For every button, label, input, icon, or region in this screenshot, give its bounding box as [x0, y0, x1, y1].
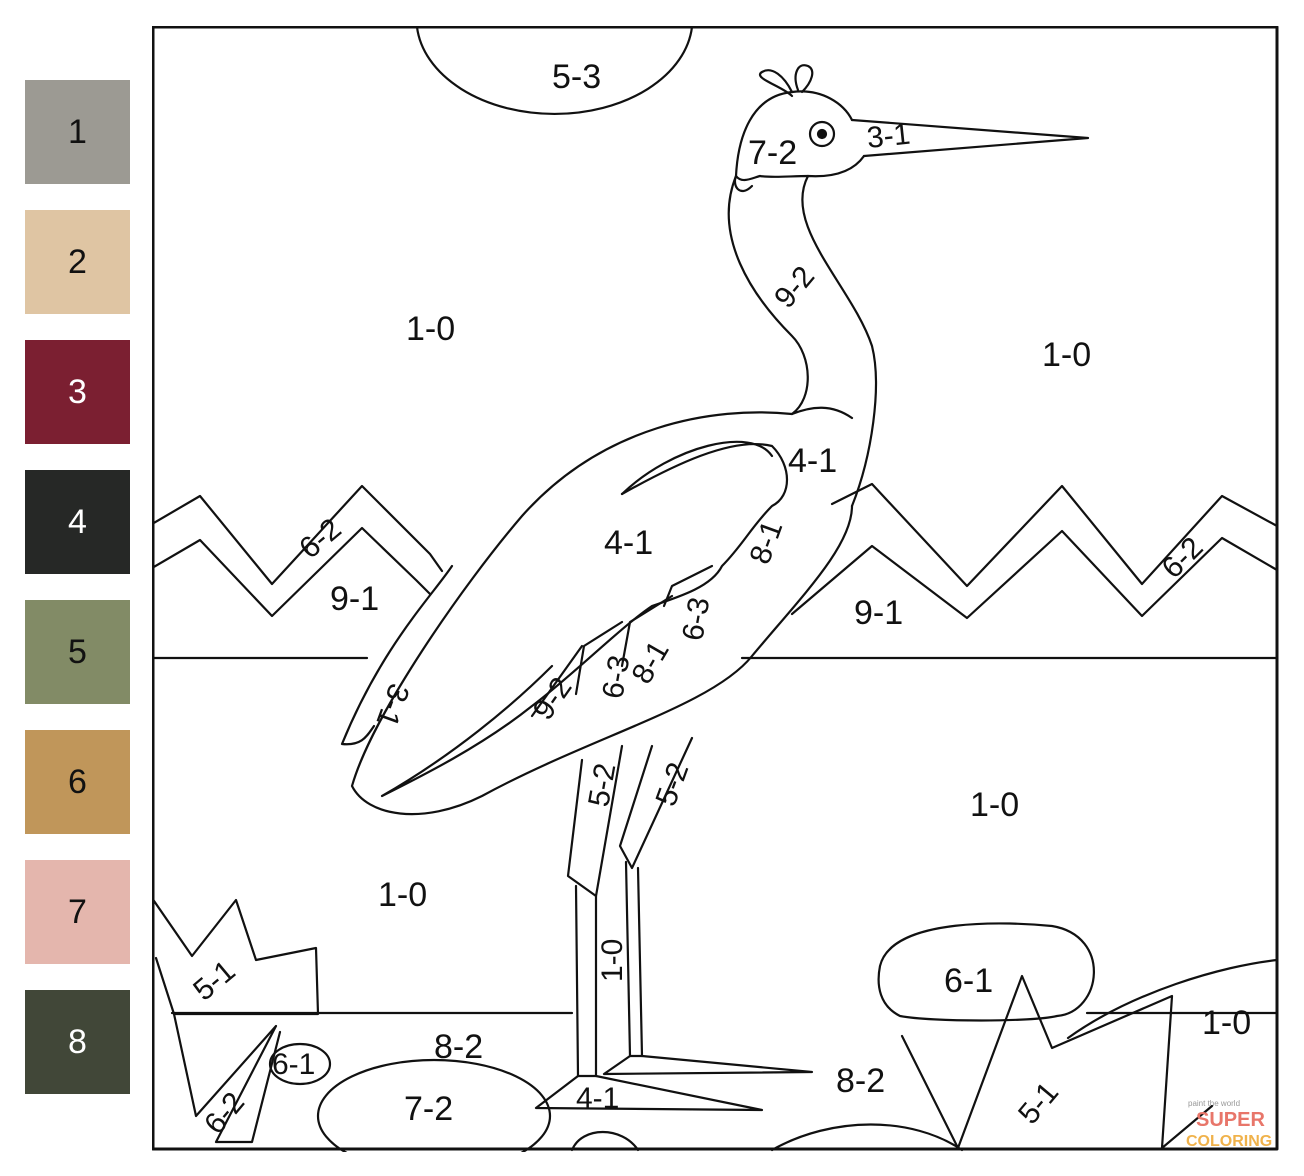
legend-number: 3 [68, 372, 87, 411]
label-ground-left: 8-2 [434, 1028, 483, 1066]
label-water-right: 1-0 [970, 786, 1019, 824]
label-stone-right: 6-1 [944, 962, 993, 1000]
mountain-right-band-region[interactable] [790, 529, 1279, 620]
label-leg-left: 5-2 [582, 761, 622, 809]
mountain-right-region[interactable] [830, 482, 1279, 588]
label-wing-stripe-d: 6-3 [596, 653, 636, 701]
watermark-line2: SUPER [1196, 1109, 1265, 1131]
wing-stripe-d[interactable] [530, 644, 584, 718]
label-wing-stripe-a: 8-1 [744, 516, 790, 568]
tail-region[interactable] [340, 564, 454, 746]
watermark-line1: paint the world [1188, 1099, 1240, 1108]
label-mountain-left: 9-1 [330, 580, 379, 618]
head-top [790, 90, 854, 122]
label-beak: 3-1 [865, 118, 912, 155]
label-ground-right: 8-2 [836, 1062, 885, 1100]
label-mountain-right: 9-1 [854, 594, 903, 632]
watermark-line3: COLORING [1186, 1133, 1272, 1150]
beak-region[interactable] [850, 118, 1090, 158]
label-sky-left: 1-0 [406, 310, 455, 348]
wing-region[interactable] [380, 442, 788, 798]
label-tail: 3-1 [369, 679, 415, 731]
label-grass-right: 5-1 [1012, 1076, 1065, 1130]
legend-swatch-4[interactable]: 4 [25, 470, 130, 574]
wing-stripe-c[interactable] [574, 620, 624, 696]
mountain-left-region[interactable] [152, 484, 444, 586]
legend-swatch-2[interactable]: 2 [25, 210, 130, 314]
label-stone-small: 6-1 [272, 1048, 315, 1081]
label-neck: 9-2 [768, 260, 821, 314]
legend-number: 5 [68, 632, 87, 671]
label-sun: 5-3 [552, 58, 601, 96]
neck-region[interactable] [727, 174, 854, 420]
watermark-logo: paint the world SUPER COLORING [1182, 1096, 1282, 1152]
wing-stripe-b[interactable] [620, 594, 674, 668]
label-mountain-right-band: 6-2 [1156, 531, 1210, 585]
sun-region[interactable] [415, 26, 694, 116]
label-stone-big: 7-2 [404, 1090, 453, 1128]
grass-left-bottom-region[interactable] [172, 1012, 282, 1144]
foot-region[interactable] [534, 1074, 764, 1112]
grass-right-region[interactable] [900, 974, 1214, 1150]
legend-number: 8 [68, 1022, 87, 1061]
bush-right-region[interactable] [1066, 958, 1279, 1040]
label-wing-stripe-e: 9-2 [527, 672, 579, 726]
lower-leg-region[interactable] [574, 884, 598, 1078]
mountain-left-band-region[interactable] [152, 526, 432, 618]
label-foot: 4-1 [576, 1082, 619, 1115]
stone-small-region[interactable] [268, 1042, 332, 1086]
legend-swatch-8[interactable]: 8 [25, 990, 130, 1094]
leg-right-region[interactable] [618, 736, 694, 870]
label-leg-right: 5-2 [650, 758, 696, 810]
label-sky-right: 1-0 [1042, 336, 1091, 374]
legend-number: 7 [68, 892, 87, 931]
stone-right-region[interactable] [877, 922, 1095, 1022]
legend-swatch-7[interactable]: 7 [25, 860, 130, 964]
stone-bottom [570, 1130, 640, 1152]
leg-left-region[interactable] [566, 744, 624, 898]
coloring-canvas[interactable]: 5-3 1-0 1-0 7-2 3-1 9-2 4-1 4-1 8-1 6-3 … [152, 26, 1280, 1152]
frame [152, 26, 1279, 1151]
legend-swatch-5[interactable]: 5 [25, 600, 130, 704]
grass-left-top-region[interactable] [152, 896, 320, 1016]
label-wing: 4-1 [604, 524, 653, 562]
legend-number: 4 [68, 502, 87, 541]
label-lower-leg: 1-0 [596, 939, 629, 982]
crest [758, 69, 794, 98]
label-bush-right: 1-0 [1202, 1004, 1251, 1042]
legend-swatch-6[interactable]: 6 [25, 730, 130, 834]
legend-number: 6 [68, 762, 87, 801]
legend-swatch-1[interactable]: 1 [25, 80, 130, 184]
label-water-left: 1-0 [378, 876, 427, 914]
label-head: 7-2 [748, 134, 797, 172]
label-grass-left-bottom: 6-2 [198, 1086, 251, 1140]
legend-number: 1 [68, 112, 87, 151]
body-region[interactable] [350, 411, 854, 816]
head-region[interactable] [734, 90, 866, 182]
legend-swatch-3[interactable]: 3 [25, 340, 130, 444]
legend-number: 2 [68, 242, 87, 281]
stone-big-region[interactable] [316, 1058, 552, 1152]
label-grass-left-top: 5-1 [187, 954, 241, 1007]
label-chest: 4-1 [788, 442, 837, 480]
eye-icon [808, 120, 836, 148]
label-wing-stripe-b: 6-3 [676, 595, 716, 643]
label-mountain-left-band: 6-2 [293, 512, 347, 565]
